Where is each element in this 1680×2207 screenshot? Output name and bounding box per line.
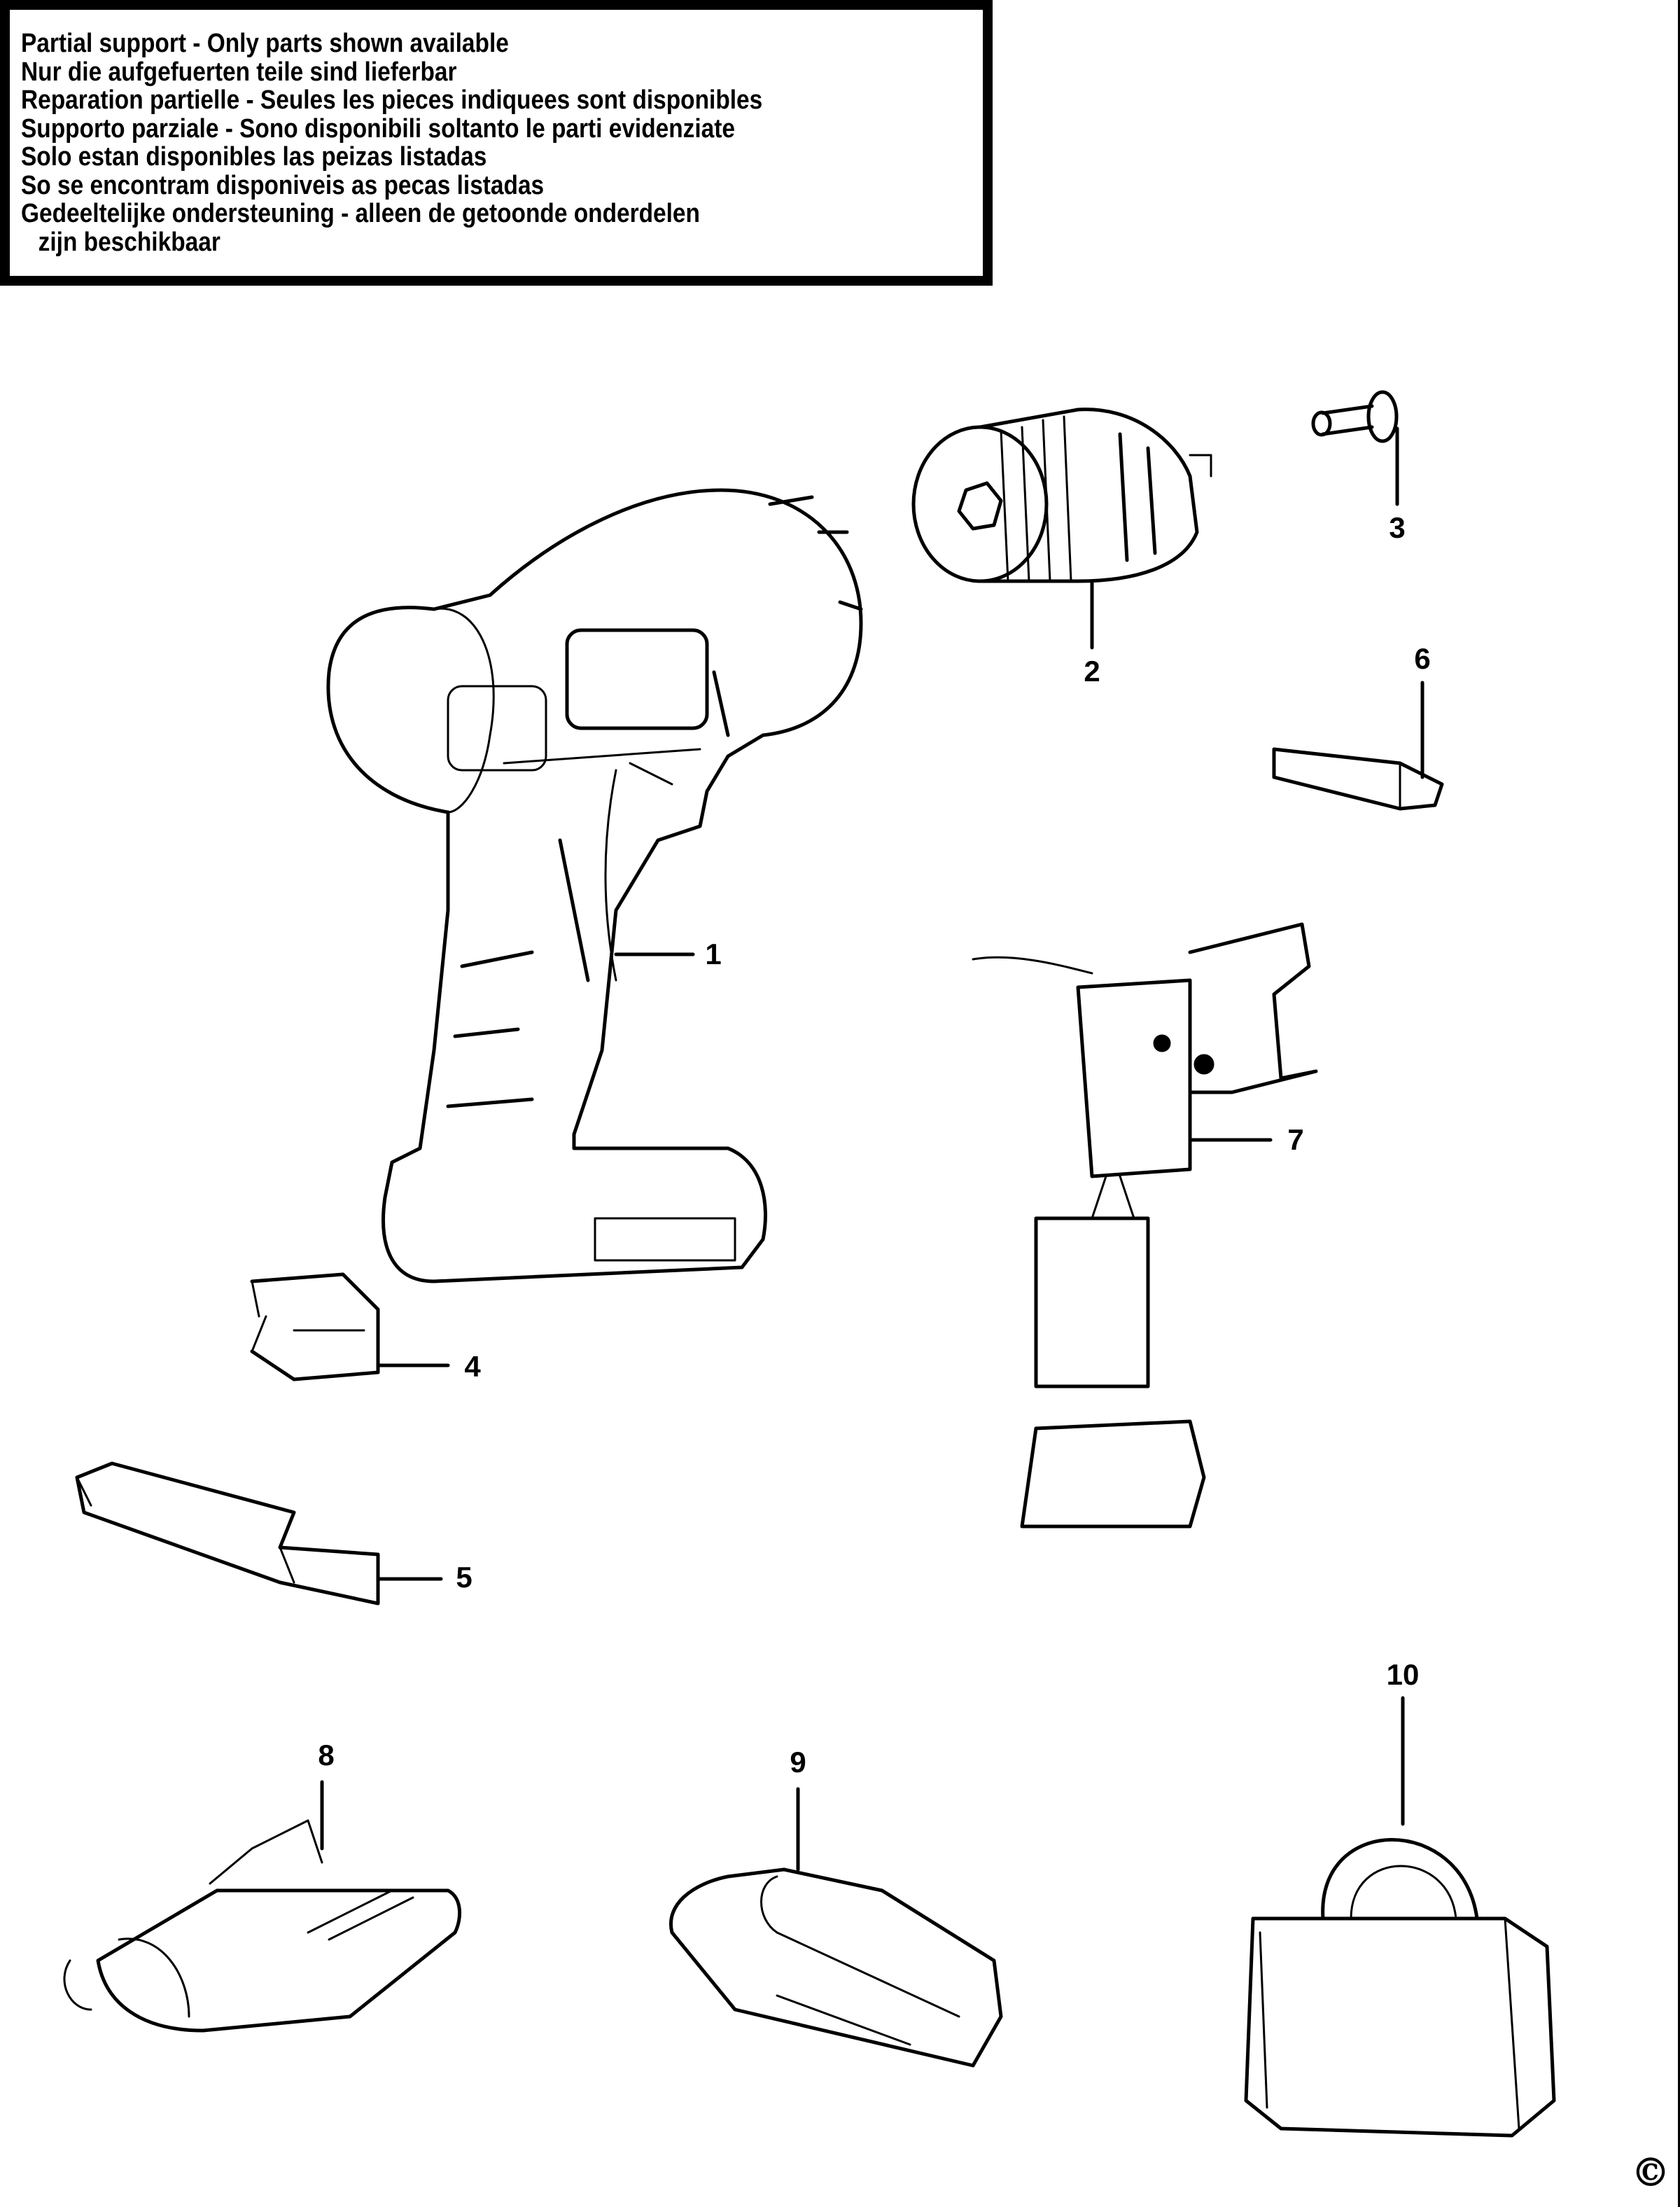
part-number-2: 2 — [1084, 655, 1100, 688]
part-number-5: 5 — [456, 1561, 472, 1594]
part-number-1: 1 — [705, 938, 722, 970]
part-9-battery-pack — [669, 1867, 1003, 2068]
copyright-symbol: © — [1631, 2150, 1670, 2196]
notice-line-fr: Reparation partielle - Seules les pieces… — [21, 85, 763, 115]
notice-line-it: Supporto parziale - Sono disponibili sol… — [21, 113, 736, 144]
part-number-9: 9 — [790, 1746, 806, 1778]
notice-line-en: Partial support - Only parts shown avail… — [21, 29, 509, 58]
part-number-7: 7 — [1287, 1123, 1304, 1156]
part-6-forward-reverse-slider — [1272, 747, 1444, 811]
part-5-double-ended-bit — [75, 1461, 380, 1606]
part-8-charger — [63, 1819, 462, 2033]
partial-support-notice: Partial support - Only parts shown avail… — [0, 0, 993, 286]
part-1-drill-housing — [326, 488, 863, 1283]
part-number-4: 4 — [464, 1350, 481, 1383]
part-2-keyless-chuck — [911, 408, 1212, 583]
part-7-switch-assembly — [972, 922, 1318, 1529]
part-number-6: 6 — [1414, 642, 1431, 675]
notice-line-es: Solo estan disponibles las peizas listad… — [21, 142, 487, 172]
part-4-bit-holder-clip — [250, 1272, 380, 1381]
page-edge-rule — [1678, 0, 1680, 2207]
notice-line-nl: Gedeeltelijke ondersteuning - alleen de … — [21, 199, 700, 228]
part-number-3: 3 — [1389, 511, 1406, 544]
notice-line-nl-cont: zijn beschikbaar — [38, 227, 220, 257]
part-3-screw-pin — [1311, 390, 1399, 443]
notice-line-pt: So se encontram disponiveis as pecas lis… — [21, 170, 545, 200]
notice-line-de: Nur die aufgefuerten teile sind lieferba… — [21, 57, 457, 87]
part-number-10: 10 — [1386, 1658, 1420, 1691]
part-10-storage-bag — [1244, 1838, 1556, 2138]
part-number-8: 8 — [318, 1739, 335, 1771]
